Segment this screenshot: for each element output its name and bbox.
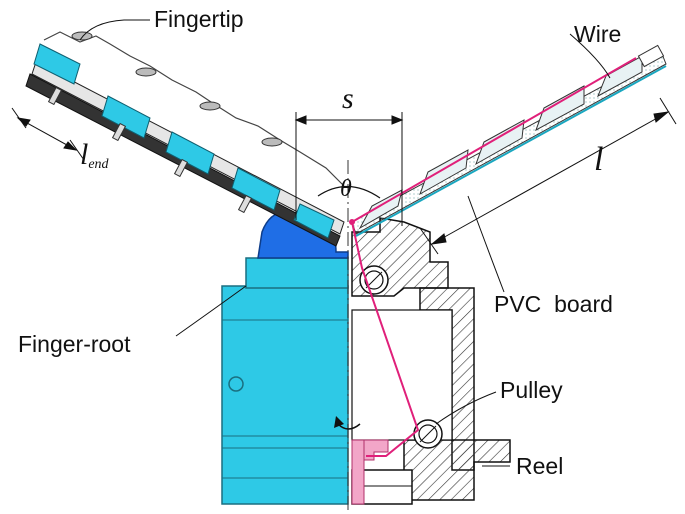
label-finger-root: Finger-root bbox=[18, 331, 131, 357]
label-l-end: lend bbox=[80, 138, 110, 172]
label-reel: Reel bbox=[516, 453, 563, 479]
right-board-edge bbox=[355, 65, 667, 237]
leader-pulley bbox=[435, 391, 497, 425]
dimension-l-end bbox=[11, 107, 85, 161]
reel-shape bbox=[351, 439, 365, 505]
leader-lines bbox=[79, 19, 611, 467]
right-tip bbox=[637, 44, 665, 68]
leader-fingertip bbox=[79, 19, 150, 41]
label-theta: θ bbox=[340, 176, 352, 202]
label-wire: Wire bbox=[574, 21, 621, 47]
leader-finger-root bbox=[175, 285, 247, 337]
leader-wire bbox=[569, 33, 611, 79]
dimension-l bbox=[419, 97, 677, 255]
leader-pvc bbox=[467, 195, 505, 293]
finger-root-body bbox=[221, 211, 349, 505]
label-pvc-board: PVC board bbox=[494, 291, 613, 317]
label-fingertip: Fingertip bbox=[154, 6, 243, 32]
left-screws bbox=[47, 86, 253, 214]
root-hole bbox=[228, 376, 244, 392]
housing-bottom-flange bbox=[403, 439, 511, 501]
label-l: l bbox=[594, 141, 603, 178]
wire-path bbox=[350, 57, 637, 457]
finger-root-base bbox=[221, 285, 349, 505]
right-finger-plate bbox=[351, 44, 667, 237]
rotation-arrowhead bbox=[334, 416, 344, 428]
label-pulley: Pulley bbox=[500, 377, 563, 403]
wire-anchor bbox=[349, 219, 355, 225]
left-segment-3 bbox=[165, 131, 215, 175]
housing-cavity bbox=[351, 309, 453, 441]
left-screw-heads bbox=[71, 31, 283, 147]
label-l-end-main: l bbox=[80, 138, 88, 171]
left-finger-plate bbox=[25, 31, 345, 247]
left-segment-1 bbox=[33, 43, 81, 85]
dimension-s bbox=[294, 112, 404, 226]
label-s: s bbox=[342, 82, 354, 115]
left-segment-4 bbox=[231, 167, 281, 211]
upper-pulley bbox=[359, 265, 389, 295]
label-l-end-sub: end bbox=[88, 157, 109, 172]
finger-root-step bbox=[245, 257, 349, 289]
left-segment-2 bbox=[101, 95, 151, 139]
lower-pulley bbox=[413, 419, 443, 449]
right-housing bbox=[351, 217, 511, 505]
theta-arc bbox=[317, 185, 381, 199]
